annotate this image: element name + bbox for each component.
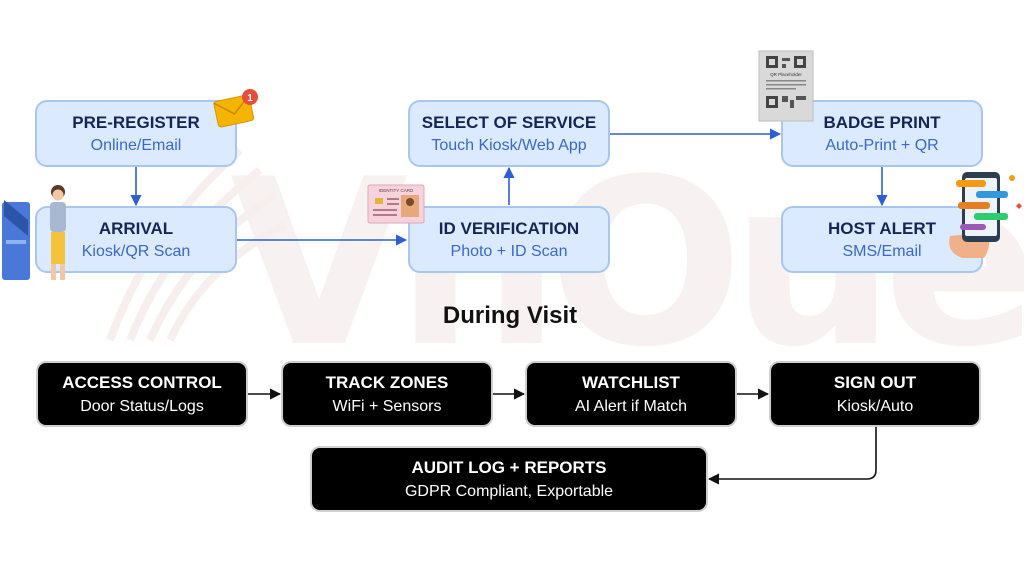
node-title: SELECT OF SERVICE (421, 112, 597, 132)
node-title: PRE-REGISTER (72, 112, 200, 132)
email-envelope-icon: 1 (213, 89, 258, 128)
node-title: SIGN OUT (833, 372, 917, 392)
email-badge-count: 1 (247, 93, 253, 104)
person-kiosk-icon (2, 185, 66, 280)
node-arrival: ARRIVAL Kiosk/QR Scan (35, 206, 237, 273)
node-subtitle: Auto-Print + QR (825, 136, 939, 154)
node-subtitle: SMS/Email (842, 242, 922, 260)
node-sign-out: SIGN OUT Kiosk/Auto (769, 361, 981, 427)
phone-chat-icon (949, 172, 1022, 258)
node-title: ARRIVAL (98, 218, 174, 238)
node-title: BADGE PRINT (823, 112, 941, 132)
node-audit-log: AUDIT LOG + REPORTS GDPR Compliant, Expo… (310, 446, 708, 512)
node-subtitle: Photo + ID Scan (450, 242, 568, 260)
node-subtitle: Kiosk/QR Scan (81, 242, 191, 260)
section-title: During Visit (442, 302, 578, 329)
id-card-header: IDENTITY CARD (379, 188, 414, 193)
node-subtitle: AI Alert if Match (574, 397, 688, 415)
node-id-verification: ID VERIFICATION Photo + ID Scan (408, 206, 610, 273)
node-subtitle: Online/Email (90, 136, 182, 154)
qr-badge-icon: QR Placeholder (758, 50, 814, 122)
node-title: WATCHLIST (582, 372, 680, 392)
node-title: HOST ALERT (828, 218, 936, 238)
qr-card-caption: QR Placeholder (770, 72, 802, 77)
node-track-zones: TRACK ZONES WiFi + Sensors (281, 361, 493, 427)
node-title: AUDIT LOG + REPORTS (411, 457, 607, 477)
node-subtitle: Kiosk/Auto (836, 397, 914, 415)
node-title: ID VERIFICATION (438, 218, 580, 238)
node-pre-register: PRE-REGISTER Online/Email (35, 100, 237, 167)
node-title: TRACK ZONES (325, 372, 449, 392)
arrow-signout-to-audit (707, 427, 877, 485)
node-badge-print: BADGE PRINT Auto-Print + QR (781, 100, 983, 167)
node-title: ACCESS CONTROL (62, 372, 222, 392)
id-card-icon: IDENTITY CARD (367, 184, 425, 224)
node-subtitle: Touch Kiosk/Web App (431, 136, 587, 154)
node-host-alert: HOST ALERT SMS/Email (781, 206, 983, 273)
node-watchlist: WATCHLIST AI Alert if Match (525, 361, 737, 427)
node-subtitle: GDPR Compliant, Exportable (404, 482, 614, 500)
node-access-control: ACCESS CONTROL Door Status/Logs (36, 361, 248, 427)
node-subtitle: WiFi + Sensors (332, 397, 442, 415)
node-subtitle: Door Status/Logs (80, 397, 204, 415)
node-select-of-service: SELECT OF SERVICE Touch Kiosk/Web App (408, 100, 610, 167)
